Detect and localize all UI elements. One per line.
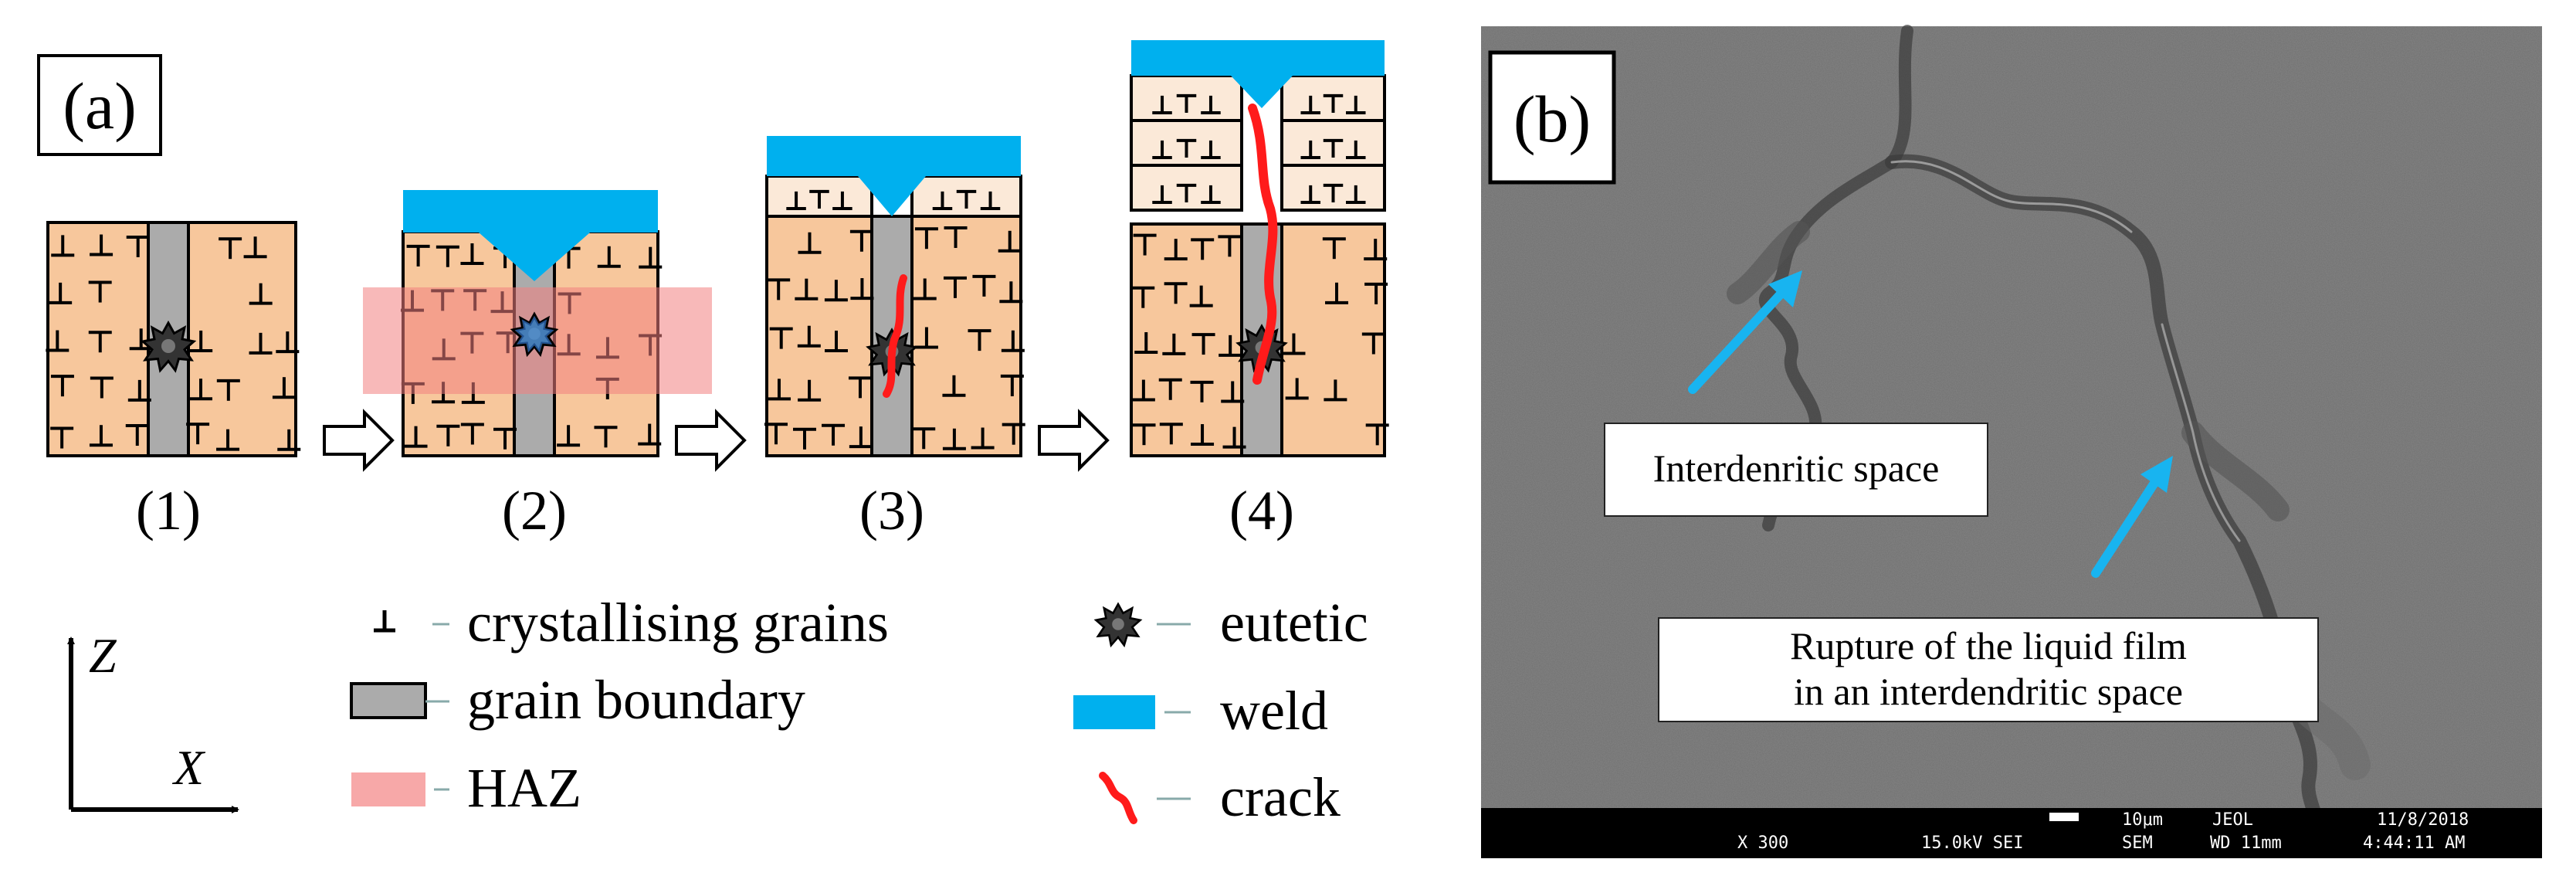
legend-crack-label: crack (1220, 766, 1341, 828)
crack-line (1248, 104, 1278, 385)
callout-rupture-line1: Rupture of the liquid film (1790, 624, 2187, 667)
solidified-cell (1280, 119, 1386, 167)
solidified-cell (1280, 164, 1386, 212)
stage-label-3: (3) (859, 480, 924, 542)
sem-voltage-text: 15.0kV SEI (1921, 834, 2023, 853)
grain-symbol-icon (374, 610, 395, 633)
stage-3 (764, 136, 1025, 457)
legend-weld-label: weld (1220, 680, 1328, 742)
axes-icon (67, 637, 239, 813)
stage-label-4: (4) (1229, 480, 1294, 542)
eutectic-melted-mark (514, 316, 554, 353)
panel-a-label-box (37, 54, 162, 156)
stage-2 (363, 190, 712, 457)
stage-label-2: (2) (502, 480, 567, 542)
legend: crystallising grains grain boundary HAZ … (350, 592, 1368, 828)
legend-haz-label: HAZ (467, 757, 581, 819)
callout-interdendritic-text: Interdenritic space (1653, 446, 1940, 490)
scale-bar (2049, 813, 2079, 821)
crack-line (883, 274, 907, 398)
solidified-cell (1280, 74, 1386, 122)
z-axis-label: Z (89, 628, 117, 683)
solidified-cell (765, 175, 873, 218)
legend-boundary-swatch (350, 682, 427, 719)
legend-weld-swatch (1073, 695, 1155, 729)
panel-a: (a) (1) (2) (3) (4) Z X (37, 40, 1389, 828)
transition-arrow-3 (1038, 409, 1110, 472)
solidified-cell (1130, 164, 1243, 212)
legend-eutectic-label: eutetic (1220, 592, 1368, 654)
legend-haz-swatch (351, 772, 425, 806)
crack-icon (1099, 772, 1137, 824)
callout-interdendritic-box (1604, 423, 1988, 517)
arrow-interdendritic (1688, 270, 1802, 394)
transition-arrow-2 (675, 409, 747, 472)
sem-wd-text: WD 11mm (2210, 834, 2282, 853)
stage-1 (46, 221, 301, 457)
weld-pool (403, 190, 658, 281)
stage-4 (1130, 40, 1389, 457)
stage-label-1: (1) (136, 480, 201, 542)
sem-magnification-text: X 300 (1737, 834, 1788, 853)
sem-scale-text: 10μm (2122, 810, 2163, 830)
arrow-rupture (2091, 456, 2173, 578)
sem-date-text: 11/8/2018 (2377, 810, 2469, 830)
legend-boundary-label: grain boundary (467, 669, 805, 731)
panel-b-label: (b) (1513, 82, 1591, 156)
sem-maker-text: JEOL (2212, 810, 2253, 830)
panel-b-label-box (1488, 50, 1616, 185)
solidified-cell (1130, 74, 1243, 122)
x-axis-label: X (171, 740, 206, 795)
callout-rupture-box (1658, 617, 2319, 722)
sem-mode-text: SEM (2122, 834, 2153, 853)
solidified-cell (910, 175, 1022, 218)
eutectic-icon (1095, 603, 1141, 647)
callout-rupture-line2: in an interdendritic space (1794, 670, 2183, 713)
transition-arrow-1 (323, 409, 395, 472)
panel-b: (b) Interdenritic space Rupture of the l… (1481, 25, 2542, 858)
sem-time-text: 4:44:11 AM (2363, 834, 2465, 853)
panel-a-label: (a) (63, 69, 136, 143)
sem-info-bar (1481, 808, 2542, 858)
stage-diagrams (46, 40, 1389, 457)
weld-pool (1131, 40, 1385, 108)
weld-pool (767, 136, 1021, 216)
solidified-cell (1130, 119, 1243, 167)
legend-grains-label: crystallising grains (467, 592, 889, 654)
